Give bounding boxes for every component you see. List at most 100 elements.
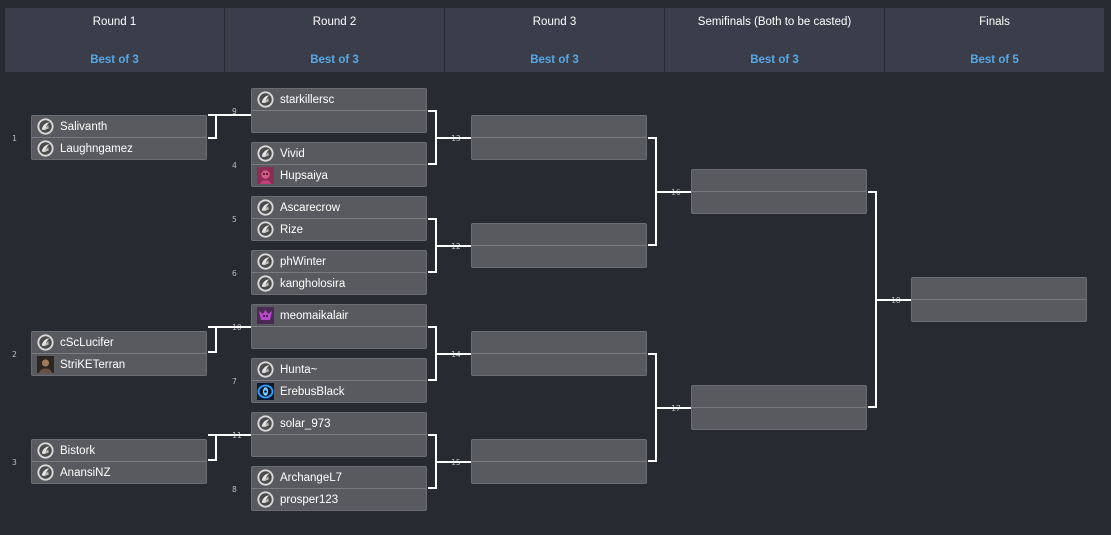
round-header-bar: Round 1 Best of 3 Round 2 Best of 3 Roun…	[5, 8, 1104, 72]
player-slot[interactable]: solar_973	[252, 413, 426, 434]
match-number: 4	[232, 161, 237, 170]
empty-player-slot[interactable]	[692, 192, 866, 213]
bracket-connector	[656, 407, 691, 409]
player-slot[interactable]: kangholosira	[252, 273, 426, 294]
round-title: Finals	[979, 16, 1010, 28]
player-slot[interactable]: Hupsaiya	[252, 165, 426, 186]
match-10[interactable]: meomaikalair	[251, 304, 427, 349]
round-best-of: Best of 3	[750, 54, 799, 66]
player-slot[interactable]: Laughngamez	[32, 138, 206, 159]
player-portrait-icon	[257, 167, 274, 184]
finals-header: Finals Best of 5	[885, 8, 1104, 72]
player-slot[interactable]: StriKETerran	[32, 354, 206, 375]
match-17[interactable]	[691, 385, 867, 430]
round-best-of: Best of 3	[90, 54, 139, 66]
empty-player-slot[interactable]	[472, 116, 646, 137]
bracket-connector	[656, 191, 691, 193]
race-logo-icon	[257, 415, 274, 432]
match-16[interactable]	[691, 169, 867, 214]
match-8[interactable]: ArchangeL7 prosper123	[251, 466, 427, 511]
player-name: ErebusBlack	[280, 385, 345, 398]
round-title: Round 2	[312, 16, 357, 28]
empty-player-slot[interactable]	[472, 246, 646, 267]
empty-player-slot[interactable]	[912, 278, 1086, 299]
match-18[interactable]	[911, 277, 1087, 322]
player-slot[interactable]: ErebusBlack	[252, 381, 426, 402]
race-logo-icon	[257, 253, 274, 270]
race-logo-icon	[37, 334, 54, 351]
round-title: Semifinals (Both to be casted)	[697, 16, 852, 28]
match-11[interactable]: solar_973	[251, 412, 427, 457]
empty-player-slot[interactable]	[472, 462, 646, 483]
match-2[interactable]: cScLucifer StriKETerran	[31, 331, 207, 376]
player-slot[interactable]: Hunta~	[252, 359, 426, 380]
race-logo-icon	[257, 469, 274, 486]
match-5[interactable]: Ascarecrow Rize	[251, 196, 427, 241]
player-slot[interactable]: meomaikalair	[252, 305, 426, 326]
slot-divider	[692, 191, 866, 192]
match-14[interactable]	[471, 331, 647, 376]
match-number: 1	[12, 134, 17, 143]
empty-player-slot[interactable]	[252, 327, 426, 348]
player-slot[interactable]: ArchangeL7	[252, 467, 426, 488]
player-name: Vivid	[280, 147, 305, 160]
race-logo-icon	[257, 91, 274, 108]
match-1[interactable]: Salivanth Laughngamez	[31, 115, 207, 160]
match-number: 7	[232, 377, 237, 386]
race-logo-icon	[37, 140, 54, 157]
bracket-connector	[208, 114, 217, 139]
empty-player-slot[interactable]	[912, 300, 1086, 321]
empty-player-slot[interactable]	[692, 386, 866, 407]
match-4[interactable]: Vivid Hupsaiya	[251, 142, 427, 187]
player-slot[interactable]: AnansiNZ	[32, 462, 206, 483]
player-slot[interactable]: Vivid	[252, 143, 426, 164]
bracket-connector	[436, 137, 471, 139]
empty-player-slot[interactable]	[472, 138, 646, 159]
empty-player-slot[interactable]	[472, 440, 646, 461]
bracket-connector	[216, 434, 251, 436]
player-slot[interactable]: phWinter	[252, 251, 426, 272]
match-7[interactable]: Hunta~ ErebusBlack	[251, 358, 427, 403]
race-logo-icon	[257, 275, 274, 292]
player-slot[interactable]: prosper123	[252, 489, 426, 510]
match-9[interactable]: starkillersc	[251, 88, 427, 133]
empty-player-slot[interactable]	[472, 332, 646, 353]
empty-player-slot[interactable]	[252, 435, 426, 456]
match-number: 6	[232, 269, 237, 278]
player-name: ArchangeL7	[280, 471, 343, 484]
round-best-of: Best of 3	[530, 54, 579, 66]
player-name: phWinter	[280, 255, 327, 268]
slot-divider	[472, 353, 646, 354]
slot-divider	[472, 245, 646, 246]
round-2-header: Round 2 Best of 3	[225, 8, 444, 72]
player-slot[interactable]: Rize	[252, 219, 426, 240]
match-15[interactable]	[471, 439, 647, 484]
slot-divider	[252, 164, 426, 165]
player-name: AnansiNZ	[60, 466, 111, 479]
empty-player-slot[interactable]	[692, 170, 866, 191]
match-12[interactable]	[471, 223, 647, 268]
player-name: kangholosira	[280, 277, 346, 290]
player-slot[interactable]: Bistork	[32, 440, 206, 461]
match-number: 3	[12, 458, 17, 467]
player-slot[interactable]: Ascarecrow	[252, 197, 426, 218]
empty-player-slot[interactable]	[472, 224, 646, 245]
slot-divider	[912, 299, 1086, 300]
slot-divider	[252, 218, 426, 219]
match-6[interactable]: phWinter kangholosira	[251, 250, 427, 295]
empty-player-slot[interactable]	[472, 354, 646, 375]
player-slot[interactable]: Salivanth	[32, 116, 206, 137]
player-portrait-icon	[257, 307, 274, 324]
empty-player-slot[interactable]	[252, 111, 426, 132]
match-3[interactable]: Bistork AnansiNZ	[31, 439, 207, 484]
match-13[interactable]	[471, 115, 647, 160]
empty-player-slot[interactable]	[692, 408, 866, 429]
round-best-of: Best of 3	[310, 54, 359, 66]
slot-divider	[472, 461, 646, 462]
player-name: cScLucifer	[60, 336, 114, 349]
player-slot[interactable]: starkillersc	[252, 89, 426, 110]
round-best-of: Best of 5	[970, 54, 1019, 66]
bracket-connector	[216, 326, 251, 328]
player-name: starkillersc	[280, 93, 335, 106]
player-slot[interactable]: cScLucifer	[32, 332, 206, 353]
